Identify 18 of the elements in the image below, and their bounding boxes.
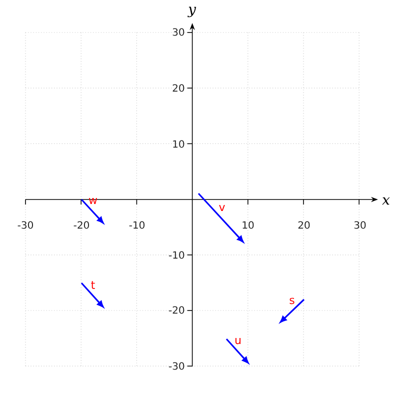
tick-label: -10	[129, 221, 145, 229]
vector-label: t	[91, 281, 95, 289]
tick-label: -30	[18, 221, 33, 229]
tick-label: -20	[168, 306, 184, 314]
vector-label: s	[290, 298, 294, 304]
vector-label: v	[219, 205, 225, 211]
tick-label: -20	[74, 221, 89, 229]
tick-label: 10	[173, 140, 184, 148]
axis-label: y	[188, 6, 196, 18]
tick-label: 20	[172, 84, 184, 92]
vector-label: u	[235, 338, 240, 344]
tick-label: -30	[168, 362, 184, 370]
axis-label: x	[382, 197, 390, 205]
tick-label: 20	[298, 221, 310, 229]
tick-label: 30	[354, 221, 366, 229]
tick-label: 30	[172, 28, 184, 36]
tick-label: 10	[242, 221, 254, 229]
tick-label: -10	[168, 251, 184, 259]
